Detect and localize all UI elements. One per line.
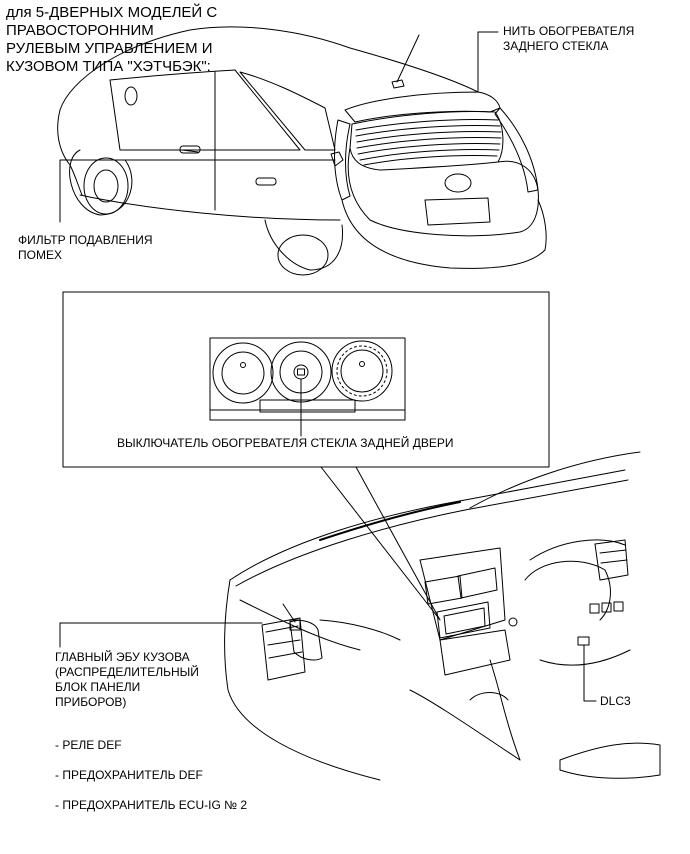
defogger-switch-label: ВЫКЛЮЧАТЕЛЬ ОБОГРЕВАТЕЛЯ СТЕКЛА ЗАДНЕЙ Д… — [117, 436, 454, 450]
hatchback-car-drawing — [58, 27, 546, 275]
license-plate-recess — [425, 198, 490, 225]
steering-column-shroud — [525, 561, 610, 620]
left-side-vent — [290, 620, 322, 660]
right-side-vent — [595, 540, 628, 580]
roof-outline — [60, 27, 478, 110]
front-handle-body — [180, 146, 200, 153]
callout-pointer — [321, 467, 440, 620]
dashboard-drawing — [60, 452, 660, 780]
noise-filter-label: ФИЛЬТР ПОДАВЛЕНИЯ ПОМЕХ — [18, 233, 153, 262]
shifter-boot — [470, 693, 508, 701]
antenna-base — [392, 80, 404, 88]
rear-emblem — [445, 174, 471, 192]
left-dial-mark — [241, 363, 246, 368]
center-vent-right — [458, 568, 497, 598]
rear-bumper — [342, 200, 546, 268]
switch-3 — [614, 602, 623, 611]
front-door-window — [110, 70, 300, 150]
windshield-base — [470, 452, 640, 508]
rear-spoiler — [345, 92, 500, 122]
main-body-ecu-label: ГЛАВНЫЙ ЭБУ КУЗОВА (РАСПРЕДЕЛИТЕЛЬНЫЙ БЛ… — [55, 650, 199, 709]
panel-face — [210, 338, 405, 420]
dash-top-edge-inner — [236, 480, 628, 586]
right-dial-mark — [360, 362, 365, 367]
leader-dlc3 — [584, 645, 596, 701]
front-wheel-arch — [70, 150, 132, 215]
defroster-vent — [320, 502, 460, 540]
ignition-key — [509, 618, 517, 626]
front-outline — [58, 110, 82, 195]
meter-hood — [530, 540, 625, 560]
climate-panel-location — [440, 630, 510, 675]
front-hub — [94, 170, 118, 202]
right-taillight — [495, 108, 538, 192]
dlc3-connector — [578, 637, 589, 645]
defogger-button-icon — [298, 369, 305, 375]
rear-defogger-wire-label: НИТЬ ОБОГРЕВАТЕЛЯ ЗАДНЕГО СТЕКЛА — [503, 24, 635, 53]
right-dial-outer — [332, 341, 392, 401]
leader-main-body-ecu — [60, 623, 262, 647]
left-dial-outer — [213, 343, 273, 403]
ecu-component-ecu-ig2-fuse: - ПРЕДОХРАНИТЕЛЬ ECU-IG № 2 — [55, 798, 248, 812]
rear-wheel — [278, 235, 328, 275]
antenna — [397, 35, 419, 82]
front-wheel — [84, 158, 128, 214]
header-title: для 5-ДВЕРНЫХ МОДЕЛЕЙ С ПРАВОСТОРОННИМ Р… — [6, 4, 218, 75]
console-side — [410, 690, 520, 760]
switch-2 — [602, 603, 611, 612]
leader-noise-filter — [60, 160, 335, 222]
rear-defogger-lines — [356, 119, 501, 165]
ecu-component-def-fuse: - ПРЕДОХРАНИТЕЛЬ DEF — [55, 768, 203, 782]
switch-1 — [590, 604, 599, 613]
nav-screen-inner — [444, 608, 485, 634]
rear-door-window — [240, 72, 335, 150]
right-dial-ticks — [337, 346, 387, 396]
rear-window — [350, 112, 503, 171]
front-door-handle — [182, 150, 198, 152]
rear-wheel-arch — [265, 220, 343, 270]
noise-filter-part — [331, 152, 343, 166]
nav-screen — [437, 602, 490, 638]
side-mirror — [125, 87, 137, 105]
dash-front-face — [225, 580, 380, 780]
ecu-component-def-relay: - РЕЛЕ DEF — [55, 738, 122, 752]
console-edge — [490, 660, 520, 760]
rear-console-box — [560, 743, 660, 778]
main-body-ecu-part — [262, 604, 305, 680]
center-vent-left — [425, 576, 462, 604]
switch-callout-box — [63, 292, 549, 467]
panel-slot — [260, 400, 355, 412]
rear-hatch — [348, 148, 538, 236]
left-dial-inner — [222, 352, 264, 394]
center-stack — [420, 548, 505, 640]
side-sill — [80, 195, 340, 220]
dlc3-label: DLC3 — [600, 694, 631, 708]
rear-handle-body — [256, 178, 276, 185]
glovebox-line — [320, 620, 400, 640]
leader-rear-defogger — [478, 32, 498, 92]
right-dial-inner — [341, 350, 383, 392]
defogger-button — [294, 365, 308, 379]
dash-top-edge — [230, 470, 625, 580]
climate-control-panel — [210, 338, 405, 420]
lower-trim — [540, 650, 630, 665]
